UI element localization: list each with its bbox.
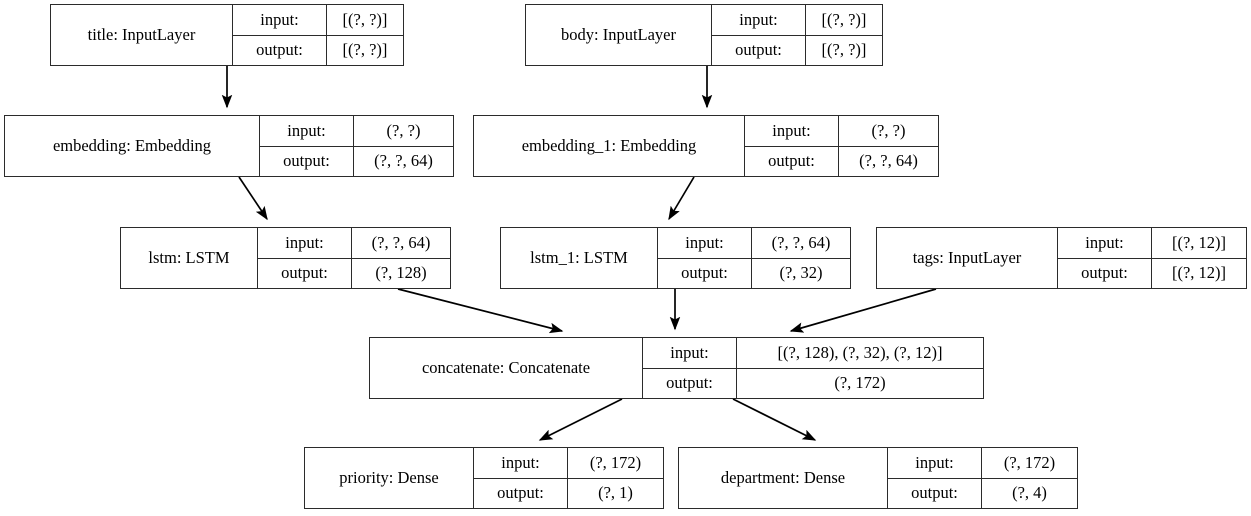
node-lstm[interactable]: lstm: LSTM input: (?, ?, 64) output: (?, 128… [120, 227, 451, 289]
node-io-lstm: input: (?, ?, 64) output: (?, 128) [257, 228, 450, 288]
node-io-title: input: [(?, ?)] output: [(?, ?)] [232, 5, 403, 65]
input-label-embedding_1: input: [772, 120, 811, 140]
node-input-row-embedding_1: input: (?, ?) [745, 116, 938, 147]
node-label-department: department: Dense [720, 468, 846, 487]
output-label-concatenate: output: [666, 373, 713, 393]
node-output-row-department: output: (?, 4) [888, 478, 1077, 508]
node-embedding[interactable]: embedding: Embedding input: (?, ?) output: (… [4, 115, 454, 177]
node-io-tags: input: [(?, 12)] output: [(?, 12)] [1057, 228, 1246, 288]
node-output-row-embedding: output: (?, ?, 64) [260, 146, 453, 176]
output-shape-tags: [(?, 12)] [1151, 258, 1246, 288]
edge-concatenate-to-priority [538, 398, 623, 441]
input-shape-tags: [(?, 12)] [1151, 228, 1246, 258]
node-io-department: input: (?, 172) output: (?, 4) [887, 448, 1077, 508]
edge-tags-to-concatenate [789, 288, 937, 333]
output-label-lstm: output: [281, 263, 328, 283]
input-label-department: input: [915, 452, 954, 472]
output-shape-priority: (?, 1) [567, 478, 663, 508]
node-label-concatenate: concatenate: Concatenate [421, 358, 591, 377]
input-shape-embedding_1: (?, ?) [838, 116, 938, 146]
edge-embedding_1-to-lstm_1 [668, 176, 695, 221]
output-shape-body: [(?, ?)] [805, 35, 882, 65]
node-input-row-body: input: [(?, ?)] [712, 5, 882, 36]
output-label-embedding_1: output: [768, 151, 815, 171]
edge-lstm-to-concatenate [397, 288, 564, 334]
input-shape-lstm_1: (?, ?, 64) [751, 228, 850, 258]
node-output-row-priority: output: (?, 1) [474, 478, 663, 508]
node-io-embedding_1: input: (?, ?) output: (?, ?, 64) [744, 116, 938, 176]
node-priority[interactable]: priority: Dense input: (?, 172) output: (?, … [304, 447, 664, 509]
node-io-priority: input: (?, 172) output: (?, 1) [473, 448, 663, 508]
input-shape-lstm: (?, ?, 64) [351, 228, 450, 258]
node-label-priority: priority: Dense [339, 468, 439, 487]
node-concatenate[interactable]: concatenate: Concatenate input: [(?, 128),… [369, 337, 984, 399]
node-output-row-lstm_1: output: (?, 32) [658, 258, 850, 288]
input-label-lstm_1: input: [685, 232, 724, 252]
output-shape-concatenate: (?, 172) [736, 368, 983, 398]
node-tags[interactable]: tags: InputLayer input: [(?, 12)] output: [(… [876, 227, 1247, 289]
output-shape-lstm_1: (?, 32) [751, 258, 850, 288]
input-shape-body: [(?, ?)] [805, 5, 882, 35]
node-input-row-concatenate: input: [(?, 128), (?, 32), (?, 12)] [643, 338, 983, 369]
node-input-row-priority: input: (?, 172) [474, 448, 663, 479]
node-input-row-embedding: input: (?, ?) [260, 116, 453, 147]
node-label-lstm_1: lstm_1: LSTM [530, 248, 628, 267]
node-label-title: title: InputLayer [87, 25, 196, 44]
output-label-title: output: [256, 40, 303, 60]
node-lstm_1[interactable]: lstm_1: LSTM input: (?, ?, 64) output: (?, 3… [500, 227, 851, 289]
node-output-row-tags: output: [(?, 12)] [1058, 258, 1246, 288]
node-io-body: input: [(?, ?)] output: [(?, ?)] [711, 5, 882, 65]
output-shape-department: (?, 4) [981, 478, 1077, 508]
node-label-embedding_1: embedding_1: Embedding [521, 136, 697, 155]
input-shape-department: (?, 172) [981, 448, 1077, 478]
edge-embedding-to-lstm [238, 176, 268, 221]
output-shape-embedding_1: (?, ?, 64) [838, 146, 938, 176]
input-label-tags: input: [1085, 232, 1124, 252]
output-label-embedding: output: [283, 151, 330, 171]
node-input-row-tags: input: [(?, 12)] [1058, 228, 1246, 259]
input-shape-concatenate: [(?, 128), (?, 32), (?, 12)] [736, 338, 983, 368]
node-input-row-title: input: [(?, ?)] [233, 5, 403, 36]
input-label-body: input: [739, 9, 778, 29]
node-output-row-lstm: output: (?, 128) [258, 258, 450, 288]
input-label-title: input: [260, 9, 299, 29]
node-input-row-lstm_1: input: (?, ?, 64) [658, 228, 850, 259]
output-label-department: output: [911, 483, 958, 503]
output-label-priority: output: [497, 483, 544, 503]
input-shape-title: [(?, ?)] [326, 5, 403, 35]
input-label-embedding: input: [287, 120, 326, 140]
node-io-embedding: input: (?, ?) output: (?, ?, 64) [259, 116, 453, 176]
input-label-lstm: input: [285, 232, 324, 252]
node-title[interactable]: title: InputLayer input: [(?, ?)] output: [(… [50, 4, 404, 66]
edge-concatenate-to-department [732, 398, 817, 441]
input-shape-embedding: (?, ?) [353, 116, 453, 146]
input-label-priority: input: [501, 452, 540, 472]
node-output-row-embedding_1: output: (?, ?, 64) [745, 146, 938, 176]
node-output-row-concatenate: output: (?, 172) [643, 368, 983, 398]
node-io-concatenate: input:[(?, 128), (?, 32), (?, 12)]output… [642, 338, 983, 398]
node-label-lstm: lstm: LSTM [148, 248, 230, 267]
output-label-body: output: [735, 40, 782, 60]
node-label-tags: tags: InputLayer [912, 248, 1022, 267]
node-input-row-lstm: input: (?, ?, 64) [258, 228, 450, 259]
node-output-row-body: output: [(?, ?)] [712, 35, 882, 65]
node-department[interactable]: department: Dense input: (?, 172) output: (?… [678, 447, 1078, 509]
node-label-embedding: embedding: Embedding [52, 136, 212, 155]
output-label-tags: output: [1081, 263, 1128, 283]
output-shape-title: [(?, ?)] [326, 35, 403, 65]
node-label-body: body: InputLayer [560, 25, 676, 44]
input-shape-priority: (?, 172) [567, 448, 663, 478]
node-body[interactable]: body: InputLayer input: [(?, ?)] output: [(?… [525, 4, 883, 66]
node-output-row-title: output: [(?, ?)] [233, 35, 403, 65]
input-label-concatenate: input: [670, 342, 709, 362]
node-io-lstm_1: input: (?, ?, 64) output: (?, 32) [657, 228, 850, 288]
output-shape-embedding: (?, ?, 64) [353, 146, 453, 176]
output-shape-lstm: (?, 128) [351, 258, 450, 288]
node-input-row-department: input: (?, 172) [888, 448, 1077, 479]
output-label-lstm_1: output: [681, 263, 728, 283]
